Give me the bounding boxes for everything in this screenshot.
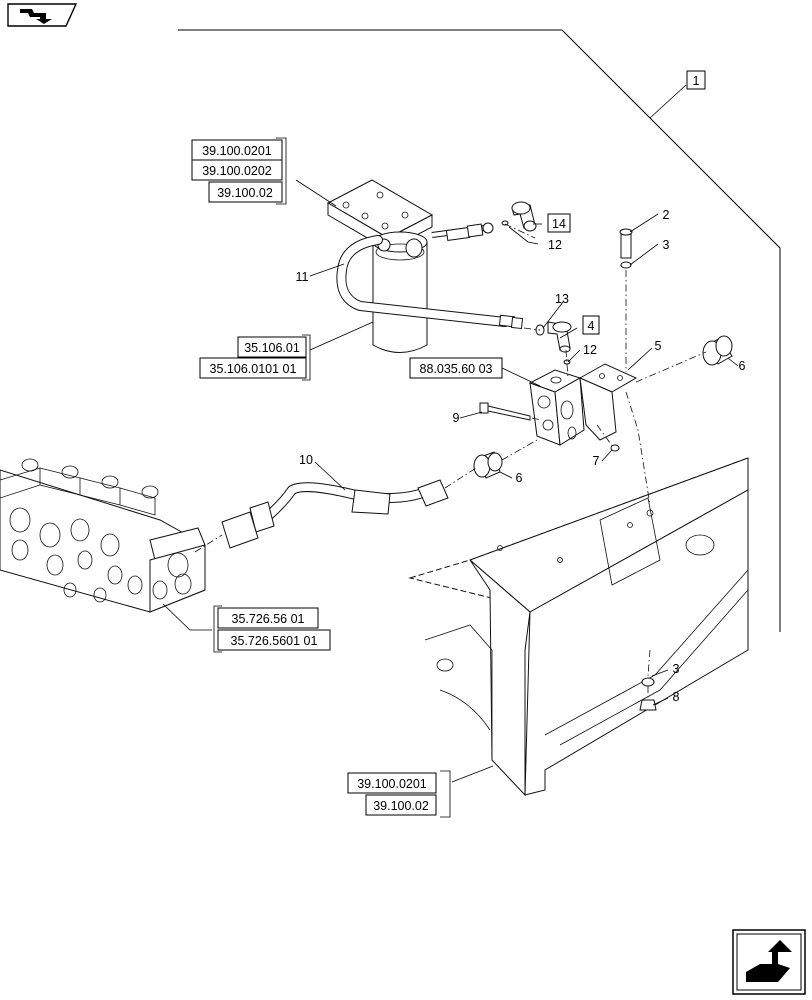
callouts: 1 2 3 14 12 13 4 12 5 6 6 9 7 10 11 3 8 <box>296 70 746 704</box>
elbow-fitting-4 <box>547 321 572 353</box>
callout-2[interactable]: 2 <box>663 208 670 222</box>
pipe-10 <box>221 479 449 549</box>
pipe-to-fitting-14 <box>431 222 494 242</box>
ref-group-frame: 39.100.0201 39.100.02 <box>347 770 451 818</box>
ref-group-filter: 35.106.01 35.106.0101 01 <box>199 334 311 381</box>
bolt-2 <box>619 228 633 259</box>
ref-filter-head-0[interactable]: 39.100.0201 <box>202 144 272 158</box>
bolt-9 <box>479 402 531 421</box>
callout-11[interactable]: 11 <box>296 270 309 284</box>
assembly-frame-line <box>178 29 781 632</box>
callout-6-right[interactable]: 6 <box>739 359 746 373</box>
callout-5[interactable]: 5 <box>655 339 662 353</box>
callout-10[interactable]: 10 <box>299 453 313 467</box>
ref-control-valve-1[interactable]: 35.726.5601 01 <box>231 634 318 648</box>
elbow-fitting-14 <box>511 201 537 232</box>
callout-4-box <box>582 315 600 335</box>
callout-14-box <box>547 213 571 233</box>
control-valve <box>0 458 206 613</box>
callout-9[interactable]: 9 <box>453 411 460 425</box>
ref-filter-0[interactable]: 35.106.01 <box>244 341 300 355</box>
ref-filter-1[interactable]: 35.106.0101 01 <box>210 362 297 376</box>
ref-valve-block[interactable]: 88.035.60 03 <box>420 362 493 376</box>
callout-14[interactable]: 14 <box>552 217 566 231</box>
book-arrow-icon[interactable] <box>7 3 78 27</box>
hose-11 <box>336 235 524 330</box>
valve-block <box>528 369 585 446</box>
ref-group-control-valve: 35.726.56 01 35.726.5601 01 <box>213 605 331 653</box>
callout-7[interactable]: 7 <box>593 454 600 468</box>
ref-frame-1[interactable]: 39.100.02 <box>373 799 429 813</box>
ref-control-valve-0[interactable]: 35.726.56 01 <box>232 612 305 626</box>
callout-6-left[interactable]: 6 <box>516 471 523 485</box>
callout-12[interactable]: 12 <box>583 343 597 357</box>
ref-group-valve-block: 88.035.60 03 <box>409 357 503 379</box>
callout-13[interactable]: 13 <box>555 292 569 306</box>
nut-8 <box>639 699 657 711</box>
washer-3-bottom <box>641 677 655 687</box>
chassis-frame <box>408 457 749 797</box>
nut-7 <box>610 444 620 452</box>
callout-4[interactable]: 4 <box>588 319 595 333</box>
callout-3-top[interactable]: 3 <box>663 238 670 252</box>
ref-group-filter-head: 39.100.0201 39.100.0202 39.100.02 <box>191 137 287 205</box>
o-ring-12-top <box>501 220 509 226</box>
callout-3-bottom[interactable]: 3 <box>673 662 680 676</box>
bracket-5 <box>578 363 638 441</box>
leader-lines <box>162 84 739 783</box>
ref-filter-head-2[interactable]: 39.100.02 <box>217 186 273 200</box>
callout-1-box <box>686 70 706 90</box>
adapter-6-right <box>702 335 733 366</box>
center-lines <box>194 223 707 698</box>
washer-3-top <box>620 261 632 269</box>
callout-12-top[interactable]: 12 <box>548 238 562 252</box>
callout-1[interactable]: 1 <box>693 74 700 88</box>
ref-frame-0[interactable]: 39.100.0201 <box>357 777 427 791</box>
adapter-6-left <box>473 451 503 479</box>
next-page-arrow-icon[interactable] <box>732 929 806 995</box>
ref-filter-head-1[interactable]: 39.100.0202 <box>202 164 272 178</box>
callout-8[interactable]: 8 <box>673 690 680 704</box>
